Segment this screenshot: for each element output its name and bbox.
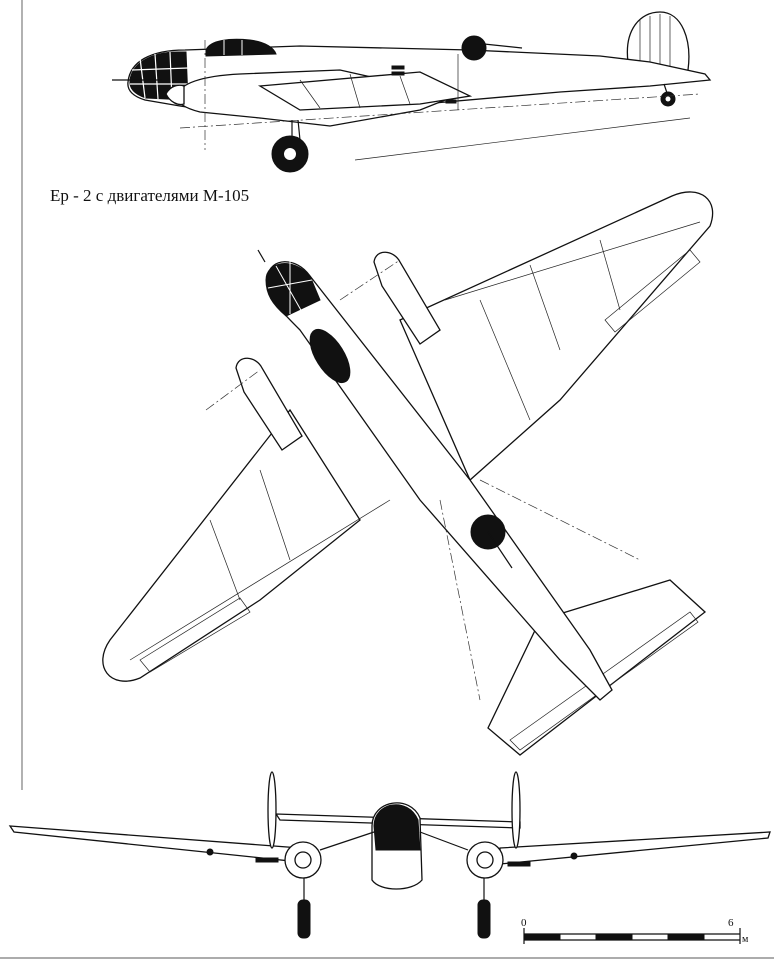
front-right-wheel [477, 899, 491, 939]
front-nose-glazing [373, 804, 421, 851]
top-cockpit-canopy [309, 328, 351, 384]
side-gun-turret [461, 35, 487, 61]
top-right-nacelle [373, 251, 441, 345]
top-right-wing [399, 191, 714, 482]
front-right-wing [499, 831, 771, 865]
side-cockpit-canopy [205, 38, 277, 57]
front-view [8, 771, 771, 939]
drawing-caption: Ер - 2 с двигателями М-105 [50, 186, 250, 205]
top-right-aileron [604, 249, 701, 333]
front-left-wheel [297, 899, 311, 939]
front-left-fin [267, 771, 277, 849]
scale-unit-label: м [742, 934, 749, 945]
front-right-fin [511, 771, 521, 849]
top-left-aileron [139, 597, 251, 673]
front-left-wing [8, 825, 301, 863]
scale-start-label: 0 [521, 917, 527, 929]
top-view [102, 191, 714, 756]
scale-bar [523, 928, 741, 944]
side-propeller-spinner [165, 84, 185, 106]
top-left-nacelle [235, 357, 303, 451]
side-view [112, 11, 712, 173]
scale-end-label: 6 [728, 917, 734, 929]
top-nose-glazing [265, 263, 321, 317]
top-left-wing [102, 408, 361, 682]
